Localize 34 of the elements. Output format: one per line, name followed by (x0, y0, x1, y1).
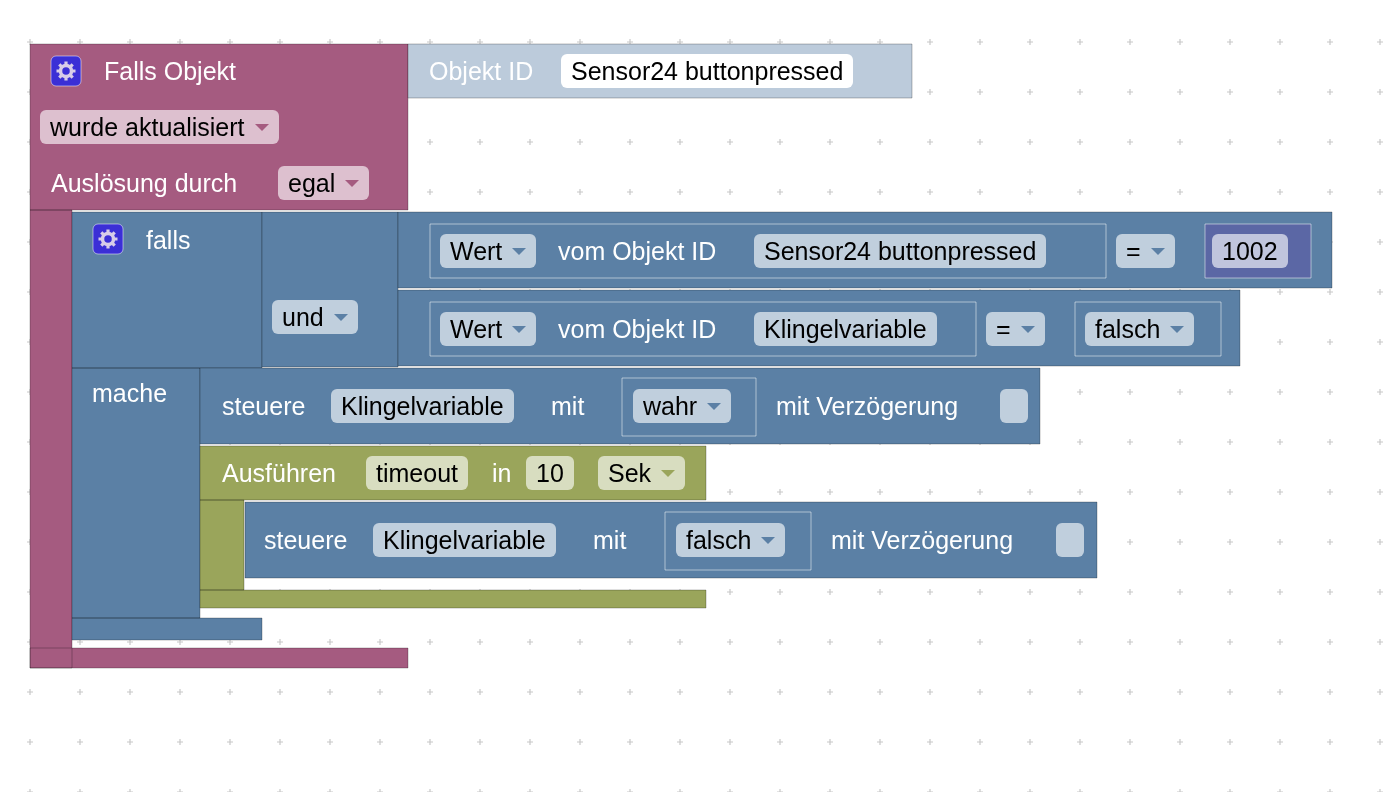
dropdown: falsch (1085, 312, 1195, 346)
block-label: steuere (264, 525, 348, 555)
dropdown: = (986, 312, 1045, 346)
block-label: mache (92, 378, 168, 408)
block-label: mit (551, 391, 585, 421)
block-label: Ausführen (222, 458, 336, 488)
block-label: Auslösung durch (51, 168, 238, 198)
dropdown: Wert (440, 312, 537, 346)
block-label: falls (146, 225, 191, 255)
block-label: vom Objekt ID (558, 236, 717, 266)
dropdown: Wert (440, 234, 537, 268)
block-label: steuere (222, 391, 306, 421)
block-label: in (492, 458, 512, 488)
input-field: Sensor24 buttonpressed (561, 54, 854, 88)
dropdown: = (1116, 234, 1175, 268)
block-label: Objekt ID (429, 56, 534, 86)
dropdown: falsch (676, 523, 786, 557)
block-label: mit (593, 525, 627, 555)
input-field: Sensor24 buttonpressed (754, 234, 1047, 268)
dropdown: Sek (598, 456, 686, 490)
dropdown: wahr (633, 389, 732, 423)
dropdown: wurde aktualisiert (40, 110, 279, 144)
input-field: Klingelvariable (331, 389, 514, 423)
input-field: timeout (366, 456, 468, 490)
dropdown: egal (278, 166, 370, 200)
input-field: Klingelvariable (373, 523, 556, 557)
block-label: mit Verzögerung (831, 525, 1014, 555)
block-label: vom Objekt ID (558, 314, 717, 344)
dropdown: und (272, 300, 358, 334)
input-field: 1002 (1212, 234, 1288, 268)
block-label: mit Verzögerung (776, 391, 959, 421)
block-label: Falls Objekt (104, 56, 236, 86)
input-field: 10 (526, 456, 574, 490)
input-field: Klingelvariable (754, 312, 937, 346)
